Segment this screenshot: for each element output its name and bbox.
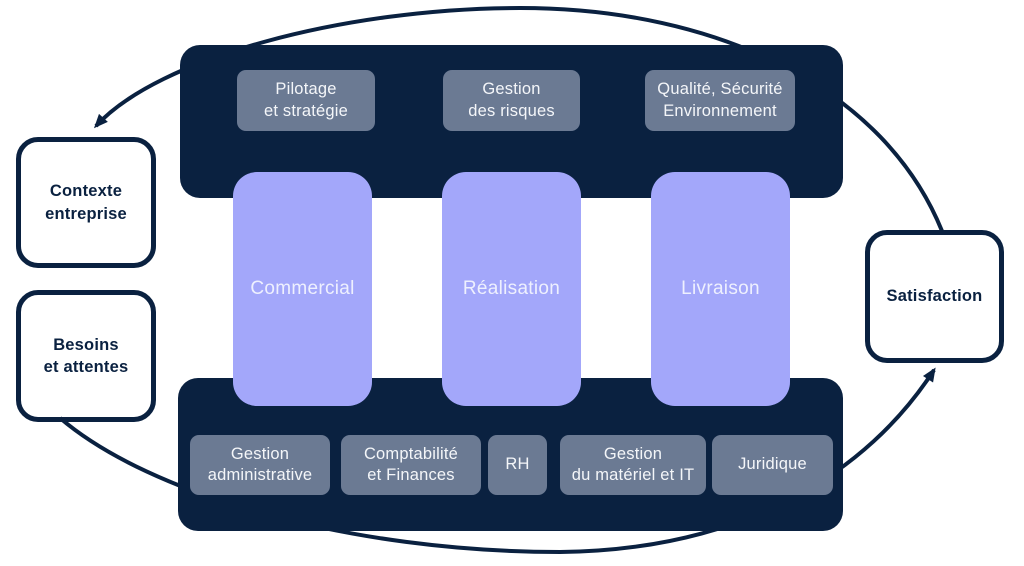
management-process-risques: Gestion des risques — [443, 70, 580, 131]
core-process-commercial: Commercial — [233, 172, 372, 406]
support-process-gestion-administrative: Gestion administrative — [190, 435, 330, 495]
support-process-materiel-it: Gestion du matériel et IT — [560, 435, 706, 495]
input-box-contexte-entreprise: Contexte entreprise — [16, 137, 156, 268]
management-process-pilotage: Pilotage et stratégie — [237, 70, 375, 131]
management-process-qse: Qualité, Sécurité Environnement — [645, 70, 795, 131]
support-process-comptabilite-finances: Comptabilité et Finances — [341, 435, 481, 495]
input-box-besoins-attentes: Besoins et attentes — [16, 290, 156, 422]
support-process-rh: RH — [488, 435, 547, 495]
core-process-livraison: Livraison — [651, 172, 790, 406]
core-process-realisation: Réalisation — [442, 172, 581, 406]
loop-bottom-arc-arrow — [58, 367, 936, 555]
output-box-satisfaction: Satisfaction — [865, 230, 1004, 363]
support-process-juridique: Juridique — [712, 435, 833, 495]
